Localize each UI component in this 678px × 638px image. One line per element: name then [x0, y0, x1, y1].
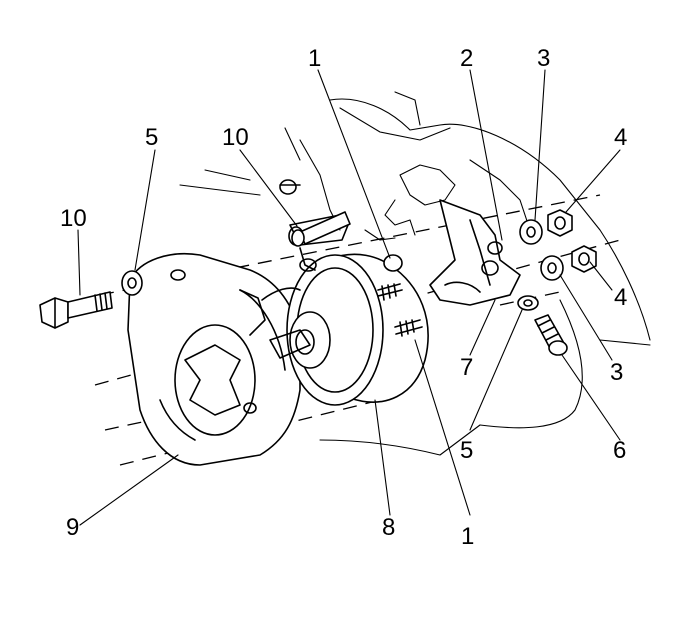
washers: [121, 219, 564, 311]
callout-3-top: 3: [537, 45, 550, 72]
studs: [377, 254, 423, 337]
front-bracket: [429, 199, 521, 306]
callout-2: 2: [460, 45, 473, 72]
callout-8: 8: [382, 514, 395, 541]
nuts: [547, 209, 597, 273]
callout-9: 9: [66, 514, 79, 541]
callout-5-bottom: 5: [460, 437, 473, 464]
leader-lines: [77, 69, 621, 526]
engine-block-outline: [179, 91, 651, 456]
callout-4-top: 4: [614, 124, 627, 151]
callout-3-right: 3: [610, 359, 623, 386]
callout-10-upper: 10: [222, 124, 249, 151]
long-bolt: [39, 291, 113, 329]
callout-1-bottom: 1: [461, 523, 474, 550]
callout-labels: 1 1 2 3 3 4 4 5 5 6 7 8 9 10 10: [60, 45, 627, 550]
callout-7: 7: [460, 354, 473, 381]
callout-5-left: 5: [145, 124, 158, 151]
callout-10-left: 10: [60, 205, 87, 232]
small-bolt: [534, 314, 568, 356]
upper-stud-bolt: [291, 211, 351, 247]
rear-bracket: [127, 252, 301, 466]
callout-6: 6: [613, 437, 626, 464]
callout-1-top: 1: [308, 45, 321, 72]
callout-4-right: 4: [614, 284, 627, 311]
